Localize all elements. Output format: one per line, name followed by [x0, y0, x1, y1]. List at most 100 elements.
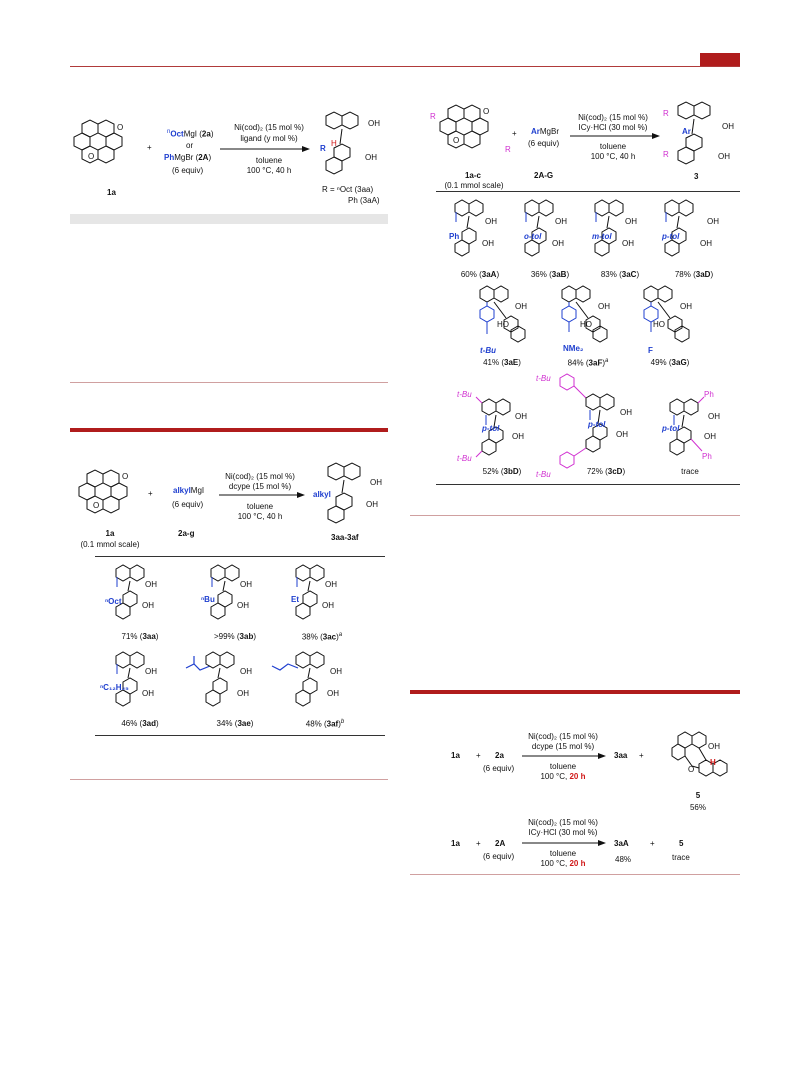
- panel-c-top-rule: [95, 556, 385, 557]
- panel-b-item-3bD-oh2: OH: [512, 432, 524, 441]
- panel-b-item-trace-sub: p-tol: [662, 424, 680, 433]
- panel-c-prod-alkyl: alkyl: [313, 490, 331, 499]
- panel-b-cond3: toluene: [599, 142, 627, 151]
- panel-b-prod-oh1: OH: [722, 122, 734, 131]
- panel-c-item-3ab-yield: >99% (3ab): [213, 632, 257, 641]
- panel-c-sm-label: 1a: [105, 529, 115, 538]
- panel-c-item-3ae-oh1: OH: [240, 667, 252, 676]
- panel-b-item-3aF-sub: NMe₂: [563, 344, 584, 353]
- panel-c-o-top: O: [122, 472, 129, 481]
- panel-d-r1-label5: 5: [695, 791, 701, 800]
- panel-b-item-3bD-yield: 52% (3bD): [482, 467, 522, 476]
- panel-b-product: [677, 101, 711, 165]
- panel-b-sm-scale: (0.1 mmol scale): [444, 181, 504, 190]
- panel-d-r1-oh: OH: [708, 742, 720, 751]
- panel-d-r2-prod: 3aA: [614, 839, 629, 848]
- panel-c-item-3ab-sub: ⁿBu: [201, 595, 215, 604]
- panel-b-item-3aA-oh1: OH: [485, 217, 497, 226]
- panel-d-r1-plus2: +: [639, 751, 644, 760]
- panel-c-item-3ae-yield: 34% (3ae): [216, 719, 254, 728]
- panel-c-o-bottom: O: [93, 501, 100, 510]
- panel-b-item-3bD-structure: [475, 396, 511, 458]
- panel-d-r1-prod: 3aa: [614, 751, 628, 760]
- panel-a-gray-band: [70, 214, 388, 224]
- panel-b-item-3aC-sub: m-tol: [592, 232, 612, 241]
- panel-c-product: [327, 462, 361, 524]
- panel-b-molecule-1a-c: [439, 104, 489, 149]
- panel-d-r2-arrow: [522, 840, 606, 846]
- panel-b-equiv: (6 equiv): [528, 139, 560, 148]
- panel-b-item-trace-structure: [669, 396, 705, 456]
- panel-b-item-3aB-yield: 36% (3aB): [530, 270, 570, 279]
- panel-d-r1-cond2: dcype (15 mol %): [531, 742, 595, 751]
- panel-a-equiv: (6 equiv): [172, 166, 204, 175]
- panel-d-r1-yield5: 56%: [689, 803, 706, 812]
- panel-c-item-3ac-sub: Et: [291, 595, 299, 604]
- panel-c-item-3ae-oh2: OH: [237, 689, 249, 698]
- panel-d-r2-plus: +: [476, 839, 481, 848]
- panel-b-item-3aE-sub: t-Bu: [480, 346, 496, 355]
- panel-c-item-3ac-structure: [295, 564, 325, 620]
- panel-a-cond3: toluene: [255, 156, 283, 165]
- panel-c-item-3ab-oh2: OH: [237, 601, 249, 610]
- panel-d-r2-cond3: toluene: [549, 849, 577, 858]
- panel-d-r1-equiv: (6 equiv): [483, 764, 515, 773]
- panel-b-item-3aF-ho: HO: [580, 320, 592, 329]
- panel-c-item-3aa-oh1: OH: [145, 580, 157, 589]
- panel-b-item-3cD-oh1: OH: [620, 408, 632, 417]
- panel-c-item-3ad-yield: 46% (3ad): [121, 719, 159, 728]
- panel-d-r2-cond1: Ni(cod)₂ (15 mol %): [528, 818, 598, 827]
- panel-b-item-trace-ring2: Ph: [702, 452, 712, 461]
- panel-d-r1-o: O: [688, 765, 695, 774]
- panel-b-cond2: ICy·HCl (30 mol %): [578, 123, 648, 132]
- panel-b-item-3aB-sub: o-tol: [524, 232, 542, 241]
- panel-d-r2-reagent: 2A: [495, 839, 506, 848]
- panel-b-top-rule: [436, 191, 740, 192]
- panel-b-item-3aC-yield: 83% (3aC): [600, 270, 640, 279]
- panel-b-item-3bD-oh1: OH: [515, 412, 527, 421]
- panel-a-bottom-rule: [70, 382, 388, 383]
- panel-a-cond2: ligand (y mol %): [240, 134, 298, 143]
- panel-c-item-3ae-structure: [185, 651, 235, 707]
- panel-b-item-3aE-ho: HO: [497, 320, 509, 329]
- panel-c-item-3ad-oh1: OH: [145, 667, 157, 676]
- panel-c-item-3ad-oh2: OH: [142, 689, 154, 698]
- panel-c-item-3af-structure: [271, 651, 325, 707]
- panel-a-prod-oh1: OH: [368, 119, 380, 128]
- panel-c-reagent-label: 2a-g: [178, 529, 195, 538]
- panel-c-item-3ad-sub: ⁿC₁₂H₂₅: [100, 683, 129, 692]
- panel-d-r1-cond3: toluene: [549, 762, 577, 771]
- panel-a-prod-oh2: OH: [365, 153, 377, 162]
- panel-b-reagent-label: 2A-G: [534, 171, 554, 180]
- panel-b-item-3aF-oh1: OH: [598, 302, 610, 311]
- panel-d-r1-arrow: [522, 753, 606, 759]
- panel-b-item-3cD-ring1: t-Bu: [536, 374, 551, 383]
- panel-c-item-3ac-oh2: OH: [322, 601, 334, 610]
- panel-a-o-bottom: O: [88, 152, 95, 161]
- panel-c-cond1: Ni(cod)₂ (15 mol %): [225, 472, 295, 481]
- panel-b-item-3aG-oh1: OH: [680, 302, 692, 311]
- panel-a-o-top: O: [117, 123, 124, 132]
- panel-b-item-3aD-structure: [664, 199, 694, 257]
- panel-c-molecule-1a: [78, 469, 128, 514]
- panel-b-item-3aG-yield: 49% (3aG): [650, 358, 690, 367]
- panel-a-prod-r: R: [320, 144, 326, 153]
- panel-c-item-3aa-yield: 71% (3aa): [121, 632, 159, 641]
- panel-d-r2-5: 5: [679, 839, 684, 848]
- panel-d-r2-cond4: 100 °C, 20 h: [540, 859, 586, 868]
- panel-b-item-3aD-yield: 78% (3aD): [674, 270, 714, 279]
- panel-b-item-3bD-sub: p-tol: [482, 424, 500, 433]
- panel-d-r2-5-yield: trace: [672, 853, 690, 862]
- panel-a-arrow: [220, 146, 310, 152]
- panel-b-prod-oh2: OH: [718, 152, 730, 161]
- panel-c-item-3af-oh2: OH: [327, 689, 339, 698]
- panel-b-prod-r2: R: [663, 150, 669, 159]
- panel-d-r2-prod-yield: 48%: [615, 855, 632, 864]
- panel-b-item-3aB-structure: [524, 199, 554, 257]
- panel-c-header-bar: [70, 428, 388, 432]
- panel-b-item-3aC-oh1: OH: [625, 217, 637, 226]
- panel-b-item-trace-yield: trace: [681, 467, 699, 476]
- panel-c-equiv: (6 equiv): [172, 500, 204, 509]
- panel-d-r2-sm: 1a: [451, 839, 460, 848]
- panel-a-reagent-line2: PhMgBr (2A): [164, 153, 212, 162]
